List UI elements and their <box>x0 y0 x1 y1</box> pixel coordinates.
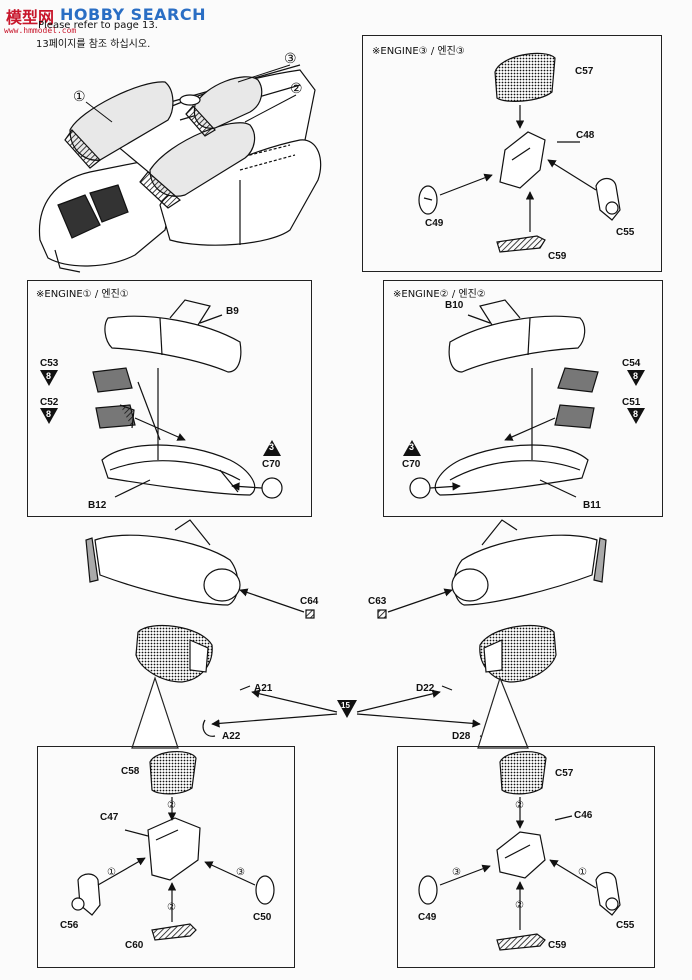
label-c48: C48 <box>576 130 595 141</box>
label-b9: B9 <box>226 306 239 317</box>
note-korean: 13페이지를 참조 하십시오. <box>36 39 151 50</box>
step-br-4: ① <box>578 867 587 878</box>
engine2-panel <box>383 280 663 517</box>
label-c70-left: C70 <box>262 459 281 470</box>
label-c52: C52 <box>40 397 59 408</box>
label-c49-bottom: C49 <box>418 912 437 923</box>
bottom-left-diagram <box>71 751 275 941</box>
badge-c70-right: 3 <box>409 442 415 452</box>
engine3-diagram <box>418 52 621 253</box>
label-d22: D22 <box>416 683 435 694</box>
label-c46: C46 <box>574 810 593 821</box>
step-bl-1: ② <box>167 800 176 811</box>
note-english: Please refer to page 13. <box>38 20 158 31</box>
number-badges <box>40 370 645 718</box>
badge-15: 15 <box>341 701 350 710</box>
engine2-title: ※ENGINE② / 엔진② <box>393 289 486 300</box>
middle-engines <box>85 519 607 749</box>
step-br-2: ③ <box>452 867 461 878</box>
watermark-url: www.hmmodel.com <box>4 26 77 35</box>
callout-2: ② <box>290 80 303 96</box>
label-c60: C60 <box>125 940 144 951</box>
label-c51: C51 <box>622 397 641 408</box>
step-br-3: ② <box>515 900 524 911</box>
label-c63: C63 <box>368 596 387 607</box>
bottom-right-panel <box>397 746 655 968</box>
label-c59-bottom: C59 <box>548 940 567 951</box>
engine1-panel <box>27 280 312 517</box>
label-c59: C59 <box>548 251 567 262</box>
engine3-title: ※ENGINE③ / 엔진③ <box>372 46 465 57</box>
bottom-right-diagram <box>418 751 621 951</box>
label-c47: C47 <box>100 812 119 823</box>
badge-c51: 8 <box>633 409 639 419</box>
engine3-panel <box>362 35 662 272</box>
step-bl-4: ② <box>167 902 176 913</box>
label-c58: C58 <box>121 766 140 777</box>
watermark-logo: 模型网 <box>6 8 55 27</box>
bottom-left-panel <box>37 746 295 968</box>
engine2-diagram <box>409 299 599 499</box>
label-c56: C56 <box>60 920 79 931</box>
engine1-diagram <box>92 299 283 499</box>
label-a21: A21 <box>254 683 273 694</box>
label-c53: C53 <box>40 358 59 369</box>
label-c70-right: C70 <box>402 459 421 470</box>
label-c50: C50 <box>253 912 272 923</box>
label-c57: C57 <box>575 66 594 77</box>
watermark-brand: HOBBY SEARCH <box>60 5 206 24</box>
step-br-1: ② <box>515 800 524 811</box>
callout-3: ③ <box>284 50 297 66</box>
label-d28: D28 <box>452 731 471 742</box>
label-c54: C54 <box>622 358 641 369</box>
engine1-title: ※ENGINE① / 엔진① <box>36 289 129 300</box>
badge-c53: 8 <box>46 371 52 381</box>
step-bl-3: ③ <box>236 867 245 878</box>
label-b11: B11 <box>583 500 601 511</box>
label-c57-bottom: C57 <box>555 768 574 779</box>
label-c55: C55 <box>616 227 635 238</box>
badge-c52: 8 <box>46 409 52 419</box>
label-b12: B12 <box>88 500 107 511</box>
badge-c70-left: 3 <box>269 442 275 452</box>
label-b10: B10 <box>445 300 464 311</box>
label-c64: C64 <box>300 596 319 607</box>
callout-1: ① <box>73 88 86 104</box>
helicopter-overview <box>38 64 322 273</box>
badge-c54: 8 <box>633 371 639 381</box>
label-c55-bottom: C55 <box>616 920 635 931</box>
label-c49: C49 <box>425 218 444 229</box>
step-bl-2: ① <box>107 867 116 878</box>
label-a22: A22 <box>222 731 241 742</box>
